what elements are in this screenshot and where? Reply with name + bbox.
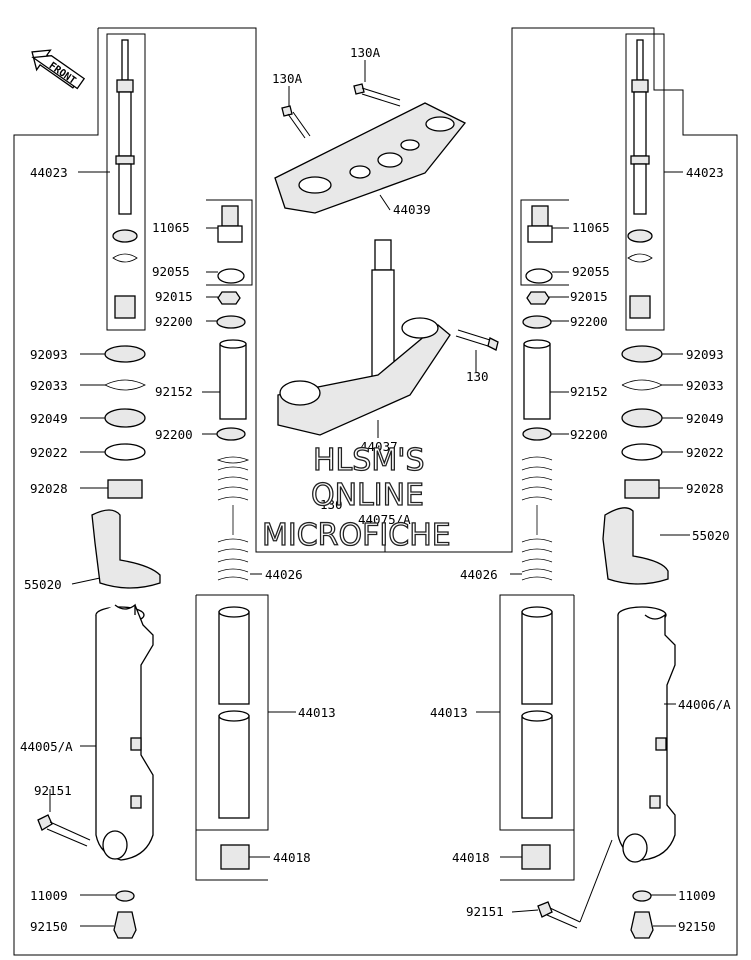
label-92151-left: 92151: [34, 783, 72, 798]
bolt-92151-right: [537, 901, 581, 929]
label-44039: 44039: [393, 202, 431, 217]
left-fork-parts: [37, 39, 250, 939]
watermark: HLSM'S ONLINE MICROFICHE: [261, 442, 451, 553]
frame-lines: [13, 27, 738, 956]
label-92152-right: 92152: [570, 384, 608, 399]
label-92151-right: 92151: [466, 904, 504, 919]
label-55020-right: 55020: [692, 528, 730, 543]
inner-tube-left: [218, 606, 250, 870]
label-92033-right: 92033: [686, 378, 724, 393]
label-92022-left: 92022: [30, 445, 68, 460]
label-44018-right: 44018: [452, 850, 490, 865]
watermark-line1: HLSM'S: [313, 443, 425, 478]
label-130A-b: 130A: [272, 71, 303, 86]
label-92150-left: 92150: [30, 919, 68, 934]
part-labels: 44023 44023 11065 11065 92055 92055 9201…: [20, 45, 731, 934]
label-92015-left: 92015: [155, 289, 193, 304]
label-44026-right: 44026: [460, 567, 498, 582]
label-11065-right: 11065: [572, 220, 610, 235]
upper-bracket: [274, 83, 467, 214]
label-92055-right: 92055: [572, 264, 610, 279]
fork-rod-left: [115, 39, 135, 215]
assembly-boxes: [106, 33, 665, 881]
outer-tube-right: [617, 606, 676, 863]
watermark-line3: MICROFICHE: [262, 518, 451, 553]
label-44006: 44006/A: [678, 697, 731, 712]
label-92055-left: 92055: [152, 264, 190, 279]
label-44023-right: 44023: [686, 165, 724, 180]
label-44023-left: 44023: [30, 165, 68, 180]
label-11009-left: 11009: [30, 888, 68, 903]
label-92015-right: 92015: [570, 289, 608, 304]
label-92200-b-left: 92200: [155, 427, 193, 442]
label-92093-right: 92093: [686, 347, 724, 362]
label-44075: 44075/A: [358, 512, 411, 527]
label-92049-left: 92049: [30, 411, 68, 426]
front-arrow-icon: FRONT: [31, 49, 86, 90]
label-130-a: 130: [466, 369, 489, 384]
label-92028-left: 92028: [30, 481, 68, 496]
label-11065-left: 11065: [152, 220, 190, 235]
right-fork-parts: [521, 39, 676, 939]
label-11009-right: 11009: [678, 888, 716, 903]
label-92093-left: 92093: [30, 347, 68, 362]
label-92033-left: 92033: [30, 378, 68, 393]
label-44013-left: 44013: [298, 705, 336, 720]
label-92152-left: 92152: [155, 384, 193, 399]
label-44005: 44005/A: [20, 739, 73, 754]
leader-lines: [49, 60, 690, 927]
label-92200-a-right: 92200: [570, 314, 608, 329]
label-130-b: 130: [320, 497, 343, 512]
lower-bracket-stem: [277, 239, 499, 436]
label-44026-left: 44026: [265, 567, 303, 582]
fork-rod-right: [630, 39, 650, 215]
label-55020-left: 55020: [24, 577, 62, 592]
label-92150-right: 92150: [678, 919, 716, 934]
outer-tube-left: [95, 603, 154, 861]
label-44013-right: 44013: [430, 705, 468, 720]
label-44037: 44037: [360, 439, 398, 454]
label-92200-b-right: 92200: [570, 427, 608, 442]
label-92028-right: 92028: [686, 481, 724, 496]
label-92200-a-left: 92200: [155, 314, 193, 329]
label-92049-right: 92049: [686, 411, 724, 426]
watermark-line2: ONLINE: [311, 478, 424, 513]
label-44018-left: 44018: [273, 850, 311, 865]
bolt-92151-left: [37, 814, 91, 847]
label-130A-a: 130A: [350, 45, 381, 60]
label-92022-right: 92022: [686, 445, 724, 460]
inner-tube-right: [521, 606, 553, 870]
